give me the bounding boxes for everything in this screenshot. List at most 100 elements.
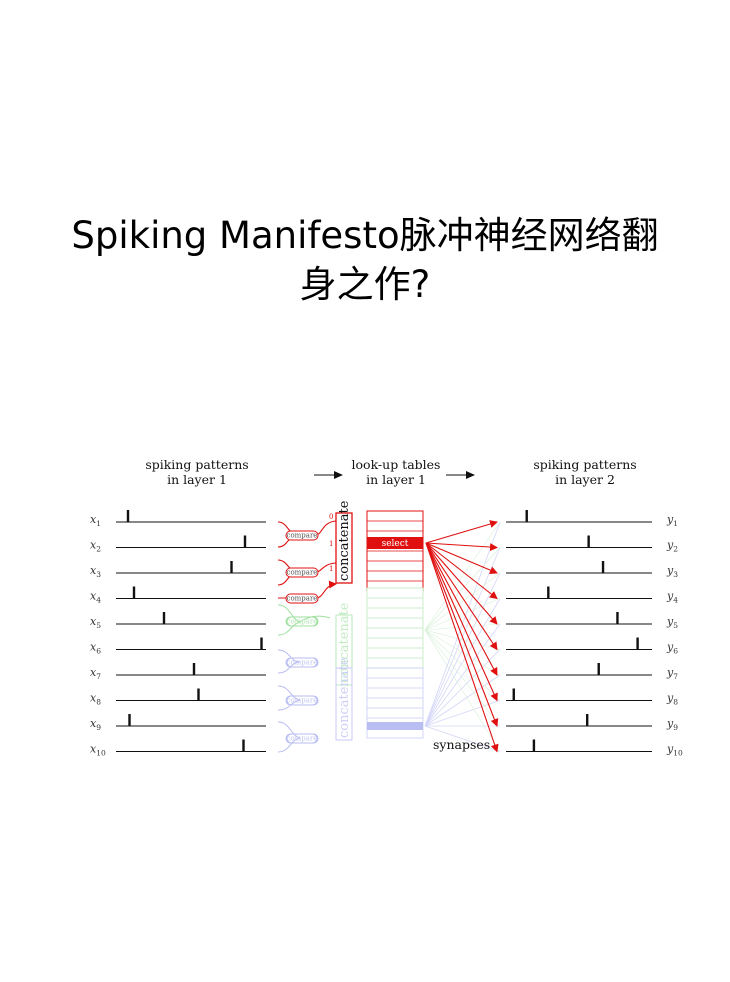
input-row-6: x6 bbox=[90, 637, 266, 656]
compare-label: compare bbox=[287, 697, 318, 705]
synapses-label: synapses bbox=[433, 737, 490, 752]
input-row-label: x3 bbox=[90, 564, 101, 579]
synapse-arrows-red bbox=[425, 520, 499, 753]
synapse-arrow bbox=[425, 542, 498, 702]
spiking-network-diagram: spiking patterns in layer 1 look-up tabl… bbox=[90, 457, 683, 758]
synapse-arrow bbox=[425, 542, 498, 600]
input-row-label: x4 bbox=[90, 590, 101, 605]
output-row-10: y10 bbox=[506, 739, 683, 758]
output-spike bbox=[547, 586, 550, 599]
output-row-label: y8 bbox=[666, 692, 678, 707]
compare-label: compare bbox=[287, 659, 318, 667]
output-spike-trains: y1 y2 y3 y4 y5 y6 y7 y8 y9 y10 bbox=[506, 510, 683, 758]
concatenate-box-red bbox=[335, 512, 353, 584]
input-spike bbox=[243, 535, 247, 548]
input-row-label: x8 bbox=[90, 692, 101, 707]
synapse-arrow bbox=[425, 520, 498, 544]
input-spike bbox=[162, 612, 166, 624]
header-layer1-line1: spiking patterns bbox=[145, 457, 248, 472]
output-row-8: y8 bbox=[506, 688, 678, 707]
input-row-label: x1 bbox=[90, 513, 101, 528]
input-row-8: x8 bbox=[90, 688, 266, 707]
output-spike bbox=[601, 561, 605, 573]
page-title-line-2: 身之作? bbox=[299, 263, 431, 306]
output-spike bbox=[616, 612, 619, 624]
compare-module: compare bbox=[285, 657, 319, 668]
header-layer1-line2: in layer 1 bbox=[167, 472, 227, 487]
compare-module: compare bbox=[285, 593, 319, 604]
compare-label: compare bbox=[287, 532, 318, 540]
output-row-1: y1 bbox=[506, 510, 678, 528]
input-row-label: x5 bbox=[90, 615, 101, 630]
header-layer2-line1: spiking patterns bbox=[533, 457, 636, 472]
input-row-label: x7 bbox=[90, 666, 101, 681]
output-row-label: y6 bbox=[666, 641, 678, 656]
input-row-label: x10 bbox=[90, 743, 106, 758]
compare-module: compare bbox=[285, 616, 319, 627]
header-layer2-line2: in layer 2 bbox=[555, 472, 615, 487]
bit-2-label: 1 bbox=[329, 565, 333, 573]
compare-label: compare bbox=[287, 569, 318, 577]
synapse-arrow bbox=[425, 542, 499, 753]
compare-module: compare bbox=[285, 733, 319, 744]
output-row-6: y6 bbox=[506, 637, 678, 656]
input-spike bbox=[128, 714, 131, 726]
output-row-label: y7 bbox=[666, 666, 678, 681]
compare-label: compare bbox=[287, 595, 318, 603]
output-row-4: y4 bbox=[506, 586, 678, 605]
header-lookup-line1: look-up tables bbox=[352, 457, 441, 472]
synapse-arrow bbox=[425, 542, 499, 727]
input-row-2: x2 bbox=[90, 535, 266, 554]
output-spike bbox=[525, 510, 528, 522]
input-spike bbox=[230, 561, 233, 573]
concatenate-label-green: concatenate bbox=[337, 602, 352, 683]
header-lookup-line2: in layer 1 bbox=[366, 472, 426, 487]
compare-module: compare bbox=[285, 695, 319, 706]
lookup-table-blue bbox=[366, 667, 424, 739]
lookup-table-red bbox=[366, 510, 424, 592]
compare-label: compare bbox=[287, 735, 318, 743]
output-row-5: y5 bbox=[506, 612, 678, 630]
input-spike bbox=[260, 637, 263, 650]
input-row-5: x5 bbox=[90, 612, 266, 630]
input-row-10: x10 bbox=[90, 739, 266, 758]
output-spike bbox=[587, 535, 590, 548]
input-row-1: x1 bbox=[90, 510, 266, 528]
input-row-label: x9 bbox=[90, 717, 101, 732]
output-row-7: y7 bbox=[506, 663, 678, 681]
output-spike bbox=[586, 714, 589, 726]
concatenate-label-blue: concatenate bbox=[337, 657, 352, 738]
concatenate-label-red: concatenate bbox=[337, 500, 352, 581]
synapse-arrow bbox=[425, 542, 498, 574]
compare-module: compare bbox=[285, 530, 319, 541]
compare-module: compare bbox=[285, 567, 319, 578]
output-row-label: y2 bbox=[666, 539, 678, 554]
input-spike bbox=[126, 510, 130, 522]
synapse-arrow bbox=[425, 542, 498, 552]
input-row-7: x7 bbox=[90, 663, 266, 681]
page-title-line-1: Spiking Manifesto脉冲神经网络翻 bbox=[71, 214, 659, 257]
output-row-label: y10 bbox=[666, 743, 683, 758]
bit-1-label: 1 bbox=[329, 540, 333, 548]
input-spike bbox=[242, 739, 245, 752]
bit-0-label: 0 bbox=[329, 513, 333, 521]
lookup-table-green bbox=[366, 587, 424, 669]
output-spike bbox=[597, 663, 600, 675]
input-spike bbox=[192, 663, 196, 675]
compare-label: compare bbox=[287, 618, 318, 626]
output-row-label: y4 bbox=[666, 590, 678, 605]
output-spike bbox=[512, 688, 515, 701]
synapse-arrow bbox=[425, 542, 498, 676]
output-row-9: y9 bbox=[506, 714, 678, 732]
output-row-3: y3 bbox=[506, 561, 678, 579]
output-row-label: y5 bbox=[666, 615, 678, 630]
select-row bbox=[367, 537, 423, 549]
input-spike bbox=[132, 586, 136, 599]
output-row-label: y9 bbox=[666, 717, 678, 732]
input-row-4: x4 bbox=[90, 586, 266, 605]
output-row-label: y1 bbox=[666, 513, 678, 528]
input-row-3: x3 bbox=[90, 561, 266, 579]
input-row-label: x6 bbox=[90, 641, 101, 656]
input-row-9: x9 bbox=[90, 714, 266, 732]
output-row-2: y2 bbox=[506, 535, 678, 554]
